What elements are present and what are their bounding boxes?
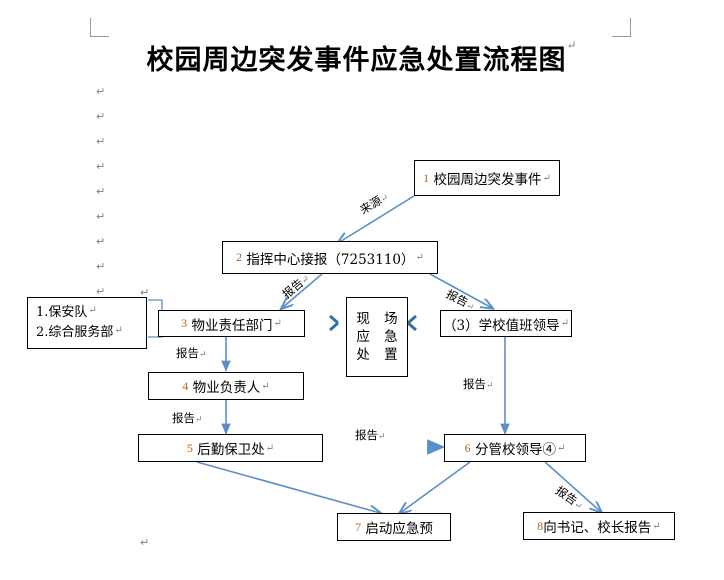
paragraph-mark: ↵ <box>560 318 569 329</box>
node-label: 后勤保卫处 <box>197 442 265 458</box>
paragraph-mark: ↵ <box>96 260 106 273</box>
node-supervising-school-leader[interactable]: 6 分管校领导④↵ <box>444 434 586 462</box>
page-corner-mark-top-right <box>612 18 631 37</box>
page-title-text: 校园周边突发事件应急处置流程图 <box>146 45 567 76</box>
node-number: 5 <box>186 440 193 455</box>
paragraph-mark: ↵ <box>378 432 386 442</box>
paragraph-mark: ↵ <box>96 160 106 173</box>
paragraph-mark: ↵ <box>96 110 106 123</box>
paragraph-mark: ↵ <box>96 85 106 98</box>
node-number: 8 <box>537 518 544 533</box>
node-property-department[interactable]: 3 物业责任部门↵ <box>158 310 305 337</box>
page-title: 校园周边突发事件应急处置流程图↵ <box>0 38 724 77</box>
paragraph-mark: ↵ <box>96 210 106 223</box>
node-incident[interactable]: 1 校园周边突发事件↵ <box>414 160 560 196</box>
edge-label-text: 报告 <box>176 346 199 360</box>
node-label: 启动应急预 <box>365 521 433 537</box>
node-number: 1 <box>423 170 430 185</box>
node-school-duty-leader[interactable]: （3）学校值班领导↵ <box>440 310 572 337</box>
unit-list-item-2: 2.综合服务部↵ <box>36 323 138 343</box>
paragraph-mark: ↵ <box>114 325 123 337</box>
node-property-manager[interactable]: 4 物业负责人↵ <box>148 372 304 400</box>
paragraph-mark: ↵ <box>96 135 106 148</box>
paragraph-mark: ↵ <box>96 235 106 248</box>
node-label: 指挥中心接报（7253110） <box>246 251 415 268</box>
node-label-line-3: 处 置 <box>356 347 403 364</box>
node-command-center[interactable]: 2 指挥中心接报（7253110）↵ <box>222 241 438 274</box>
paragraph-mark: ↵ <box>265 442 275 454</box>
paragraph-mark: ↵ <box>542 172 551 184</box>
paragraph-mark: ↵ <box>140 536 150 549</box>
page-corner-mark-top-left <box>90 18 109 37</box>
node-number: 3 <box>181 316 188 330</box>
node-onsite-emergency-response[interactable]: 现 场 应 急 处 置 <box>346 297 408 377</box>
node-label: 向书记、校长报告 <box>543 520 652 536</box>
node-number: 4 <box>182 378 189 393</box>
edge-label-report-4-5: 报告↵ <box>172 410 203 426</box>
paragraph-mark: ↵ <box>486 381 494 391</box>
edge-label-text: 报告 <box>355 428 378 442</box>
unit-list-item-2-label: 2.综合服务部 <box>36 325 114 341</box>
node-activate-emergency-plan[interactable]: 7 启动应急预 <box>337 513 451 541</box>
unit-list-item-1-label: 1.保安队 <box>36 305 88 320</box>
paragraph-mark: ↵ <box>415 252 424 263</box>
paragraph-mark: ↵ <box>195 415 203 425</box>
edge-label-report-6-8: 报告↵ <box>552 482 586 513</box>
node-label: （3）学校值班领导 <box>443 317 560 334</box>
edge-label-source: 来源↵ <box>357 188 391 217</box>
paragraph-mark: ↵ <box>96 285 106 298</box>
edge-label-report-3-4: 报告↵ <box>176 345 207 361</box>
node-label-line-2: 应 急 <box>356 328 403 345</box>
edge-label-text: 报告 <box>463 377 486 391</box>
paragraph-mark: ↵ <box>96 185 106 198</box>
node-label: 物业负责人 <box>192 380 261 396</box>
paragraph-mark: ↵ <box>140 286 150 299</box>
paragraph-mark: ↵ <box>199 350 207 360</box>
paragraph-mark: ↵ <box>273 318 282 329</box>
node-logistics-security-office[interactable]: 5 后勤保卫处↵ <box>138 434 323 462</box>
edge-label-text: 报告 <box>172 411 195 425</box>
paragraph-mark: ↵ <box>556 442 566 454</box>
node-label: 物业责任部门 <box>191 317 273 334</box>
node-label: 分管校领导④ <box>474 442 556 458</box>
node-label-line-1: 现 场 <box>356 310 403 327</box>
edge-label-report-duty-leader-6: 报告↵ <box>463 376 494 392</box>
node-number: 2 <box>236 250 243 264</box>
paragraph-mark: ↵ <box>566 38 578 52</box>
node-number: 6 <box>464 440 471 455</box>
edge-label-report-2-3: 报告↵ <box>279 270 313 302</box>
edge-label-report-5-6: 报告↵ <box>355 427 386 443</box>
node-unit-list[interactable]: 1.保安队↵ 2.综合服务部↵ <box>27 297 147 349</box>
paragraph-mark: ↵ <box>652 520 661 532</box>
paragraph-mark: ↵ <box>88 305 97 316</box>
unit-list-item-1: 1.保安队↵ <box>36 303 138 323</box>
node-label: 校园周边突发事件 <box>433 172 542 188</box>
node-number: 7 <box>355 519 362 534</box>
paragraph-mark: ↵ <box>261 380 270 392</box>
